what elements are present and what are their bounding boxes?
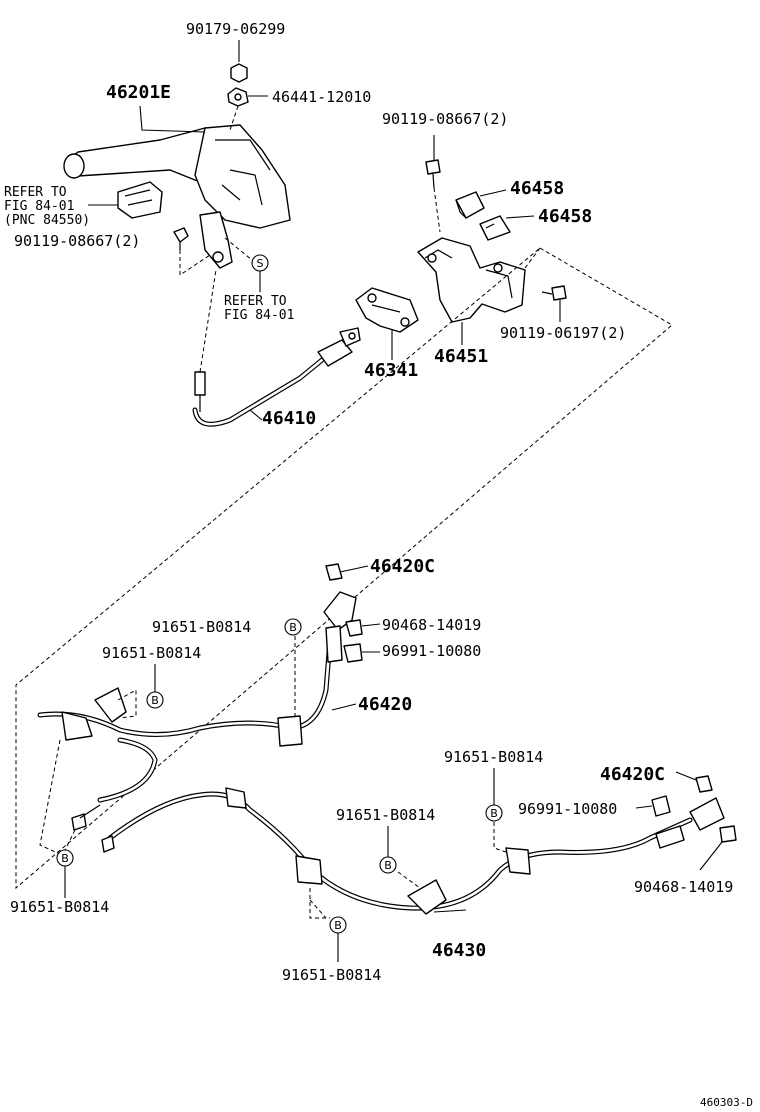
bracket-46451 [417,237,526,323]
refer-b-line1: REFER TO [224,294,287,309]
refer-a-line3: (PNC 84550) [4,213,90,228]
label-91651-d: 91651-B0814 [336,806,435,824]
badge-b-1: B [284,618,302,636]
svg-text:B: B [289,621,297,634]
label-90468-14019-top: 90468-14019 [382,616,481,634]
rear-cable-46430 [101,787,725,915]
clip-96991-top [343,643,363,663]
refer-b-line2: FIG 84-01 [224,308,294,323]
pad-46458-b [479,215,511,241]
clip-90468-right [719,825,737,843]
brake-switch [117,181,163,219]
label-46458-b: 46458 [538,206,592,227]
clip-90468-top [345,619,363,637]
label-91651-a: 91651-B0814 [152,618,251,636]
label-46430: 46430 [432,940,486,961]
label-46451: 46451 [434,346,488,367]
label-91651-f: 91651-B0814 [282,966,381,984]
bolt-90119-06197 [541,285,567,301]
front-cable-46410 [192,327,361,427]
diagram-code: 460303-D [700,1096,753,1109]
label-90119-08667-top: 90119-08667(2) [382,110,508,128]
label-91651-b: 91651-B0814 [102,644,201,662]
svg-text:B: B [151,694,159,707]
frame-dash [15,247,673,890]
bolt-90119-top [425,159,441,189]
svg-text:S: S [257,257,264,270]
bolt-90119-left [173,227,189,250]
refer-a-line2: FIG 84-01 [4,199,74,214]
label-46420C-top: 46420C [370,556,435,577]
label-46410: 46410 [262,408,316,429]
label-46420C-right: 46420C [600,764,665,785]
badge-b-2: B [146,691,164,709]
pad-46458-a [455,191,485,219]
svg-text:B: B [384,859,392,872]
refer-a-line1: REFER TO [4,185,67,200]
label-46201E: 46201E [106,82,171,103]
label-90119-08667-left: 90119-08667(2) [14,232,140,250]
cap-46420C-top [325,563,343,581]
badge-b-6: B [329,916,347,934]
svg-text:B: B [61,852,69,865]
badge-b-3: B [56,849,74,867]
label-90179-06299: 90179-06299 [186,20,285,38]
bracket-46341 [355,287,419,333]
badge-b-4: B [485,804,503,822]
label-90468-14019-right: 90468-14019 [634,878,733,896]
label-96991-10080-top: 96991-10080 [382,642,481,660]
label-46458-a: 46458 [510,178,564,199]
parking-brake-lever [63,124,291,269]
label-46341: 46341 [364,360,418,381]
label-90119-06197: 90119-06197(2) [500,324,626,342]
badge-s: S [251,254,269,272]
rear-cable-46420 [37,591,357,747]
nut-90179 [230,63,248,83]
rear-cable-46420-branch [71,737,158,831]
label-96991-10080-right: 96991-10080 [518,800,617,818]
label-91651-c: 91651-B0814 [444,748,543,766]
cap-46420C-right [695,775,713,793]
badge-b-5: B [379,856,397,874]
svg-text:B: B [334,919,342,932]
label-46441-12010: 46441-12010 [272,88,371,106]
label-46420: 46420 [358,694,412,715]
clip-96991-right [651,795,671,817]
nut-46441 [227,87,249,107]
svg-text:B: B [490,807,498,820]
label-91651-e: 91651-B0814 [10,898,109,916]
